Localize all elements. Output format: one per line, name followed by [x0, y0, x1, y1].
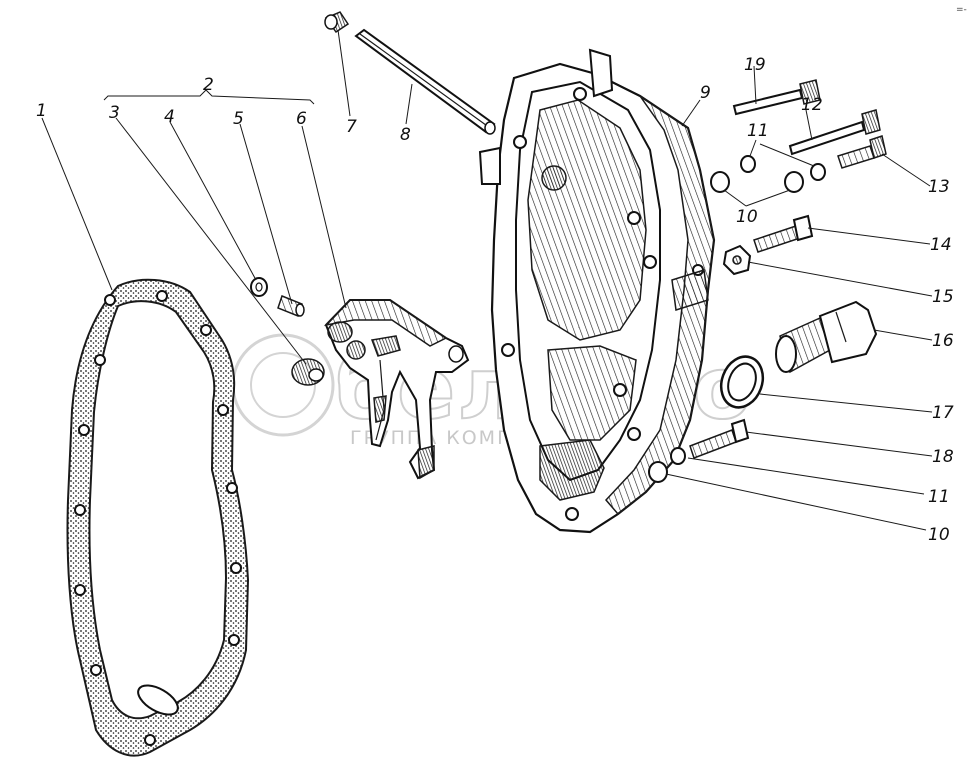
part-3-bushing: [291, 358, 325, 386]
part-17-seal-ring: [719, 355, 765, 409]
callout-17: 17: [932, 403, 954, 423]
callout-8: 8: [400, 125, 411, 145]
part-4-washer: [250, 277, 268, 297]
part-12-bolt: [788, 109, 881, 156]
part-6-lever-fork: [323, 299, 470, 480]
leader-lines: [41, 29, 933, 531]
part-1-gasket: [66, 278, 250, 757]
part-11-washer-upper: [740, 155, 826, 181]
part-13-bolt: [837, 135, 887, 169]
callout-7: 7: [346, 117, 357, 137]
part-5-pin: [277, 295, 305, 317]
corner-mark: =-: [956, 5, 967, 15]
callout-13: 13: [928, 177, 950, 197]
part-19-bolt: [732, 79, 821, 116]
callout-19: 19: [744, 55, 766, 75]
part-10-washer-lower: [648, 461, 668, 483]
part-14-bolt: [753, 214, 814, 253]
callout-3: 3: [109, 103, 120, 123]
part-15-nut: [722, 244, 752, 276]
callout-1: 1: [36, 101, 47, 121]
callout-5: 5: [233, 109, 244, 129]
callout-14: 14: [930, 235, 952, 255]
callout-16: 16: [932, 331, 954, 351]
callout-11-upper: 11: [747, 121, 769, 141]
callout-18: 18: [932, 447, 954, 467]
part-7-plug: [324, 11, 350, 34]
callout-11-lower: 11: [928, 487, 950, 507]
callout-6: 6: [296, 109, 307, 129]
callout-10-upper: 10: [736, 207, 758, 227]
part-9-housing: [478, 48, 716, 534]
part-11-washer-lower: [670, 447, 686, 465]
part-10-washer-upper: [710, 171, 804, 193]
part-8-shaft: [354, 28, 496, 135]
callout-4: 4: [164, 107, 175, 127]
callout-2: 2: [203, 75, 214, 95]
part-16-fitting: [775, 300, 878, 374]
callouts: 1 2 3 4 5 6 7 8 9 10 11 12 13 14 15 16 1…: [36, 55, 954, 545]
callout-15: 15: [932, 287, 954, 307]
callout-9: 9: [700, 83, 711, 103]
callout-12: 12: [801, 95, 823, 115]
part-18-bolt: [689, 418, 750, 459]
callout-10-lower: 10: [928, 525, 950, 545]
